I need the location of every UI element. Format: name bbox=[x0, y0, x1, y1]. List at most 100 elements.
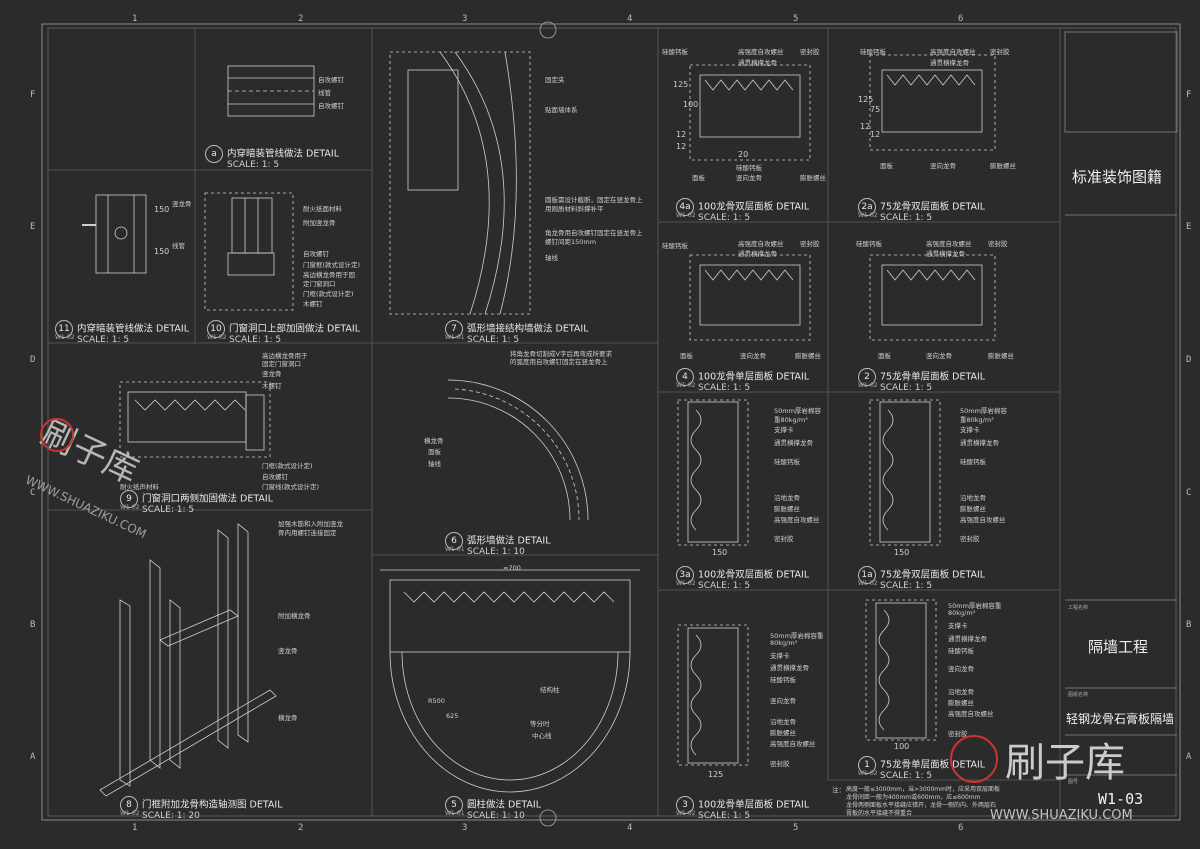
detail-type: DETAIL bbox=[952, 201, 986, 213]
detail-type: DETAIL bbox=[776, 569, 810, 581]
detail-scale: SCALE: 1: 5 bbox=[698, 213, 751, 223]
detail-type: DETAIL bbox=[555, 323, 589, 335]
dimension: 12 bbox=[860, 122, 871, 131]
annotation: 竖龙骨 bbox=[262, 370, 282, 378]
annotation: 膨胀螺丝 bbox=[774, 505, 800, 513]
annotation: 门窗框(款式设计定) bbox=[303, 261, 361, 269]
drawing-name: 轻钢龙骨石膏板隔墙 bbox=[1066, 712, 1175, 726]
detail-scale: SCALE: 1: 20 bbox=[142, 811, 200, 821]
annotation: 密封胶 bbox=[990, 48, 1010, 56]
col-number: 2 bbox=[298, 823, 304, 833]
detail-ref: W1-02 bbox=[120, 504, 140, 511]
annotation: 轴线 bbox=[428, 460, 441, 468]
annotation: 定门窗洞口 bbox=[303, 280, 336, 288]
detail-type: DETAIL bbox=[517, 535, 551, 547]
detail-ref: W1-02 bbox=[676, 810, 696, 817]
dimension: 100 bbox=[894, 742, 910, 751]
dimension: 125 bbox=[708, 770, 724, 779]
annotation: 木螺钉 bbox=[303, 300, 323, 308]
detail-type: DETAIL bbox=[776, 799, 810, 811]
annotation: 密封胶 bbox=[948, 730, 968, 738]
detail-type: DETAIL bbox=[327, 323, 361, 335]
annotation: 贴面墙体系 bbox=[545, 106, 578, 114]
detail-scale: SCALE: 1: 5 bbox=[227, 160, 280, 170]
annotation: 密封胶 bbox=[960, 535, 980, 543]
annotation: 硅酸钙板 bbox=[860, 48, 886, 56]
annotation: 硅酸钙板 bbox=[948, 647, 974, 655]
row-letter: C bbox=[1186, 488, 1192, 498]
row-letter: A bbox=[1186, 752, 1192, 762]
dimension: 150 bbox=[894, 548, 910, 557]
annotation: 硅酸钙板 bbox=[774, 458, 800, 466]
annotation: 通贯横撑龙骨 bbox=[930, 59, 969, 67]
detail-title: 弧形墙接结构墙做法 bbox=[467, 323, 553, 335]
annotation: 门框(款式设计定) bbox=[262, 462, 313, 470]
annotation: 结构柱 bbox=[540, 686, 560, 694]
annotation: 竖向龙骨 bbox=[930, 162, 956, 170]
note-line: 膏板的水平接缝不得重合 bbox=[846, 810, 913, 817]
detail-title: 75龙骨单层面板 bbox=[880, 759, 950, 771]
detail-scale: SCALE: 1: 5 bbox=[698, 581, 751, 591]
col-number: 5 bbox=[793, 14, 799, 24]
row-letter: B bbox=[30, 620, 36, 630]
annotation: 通贯横撑龙骨 bbox=[926, 250, 965, 258]
annotation: 支撑卡 bbox=[960, 426, 980, 434]
annotation: 竖向龙骨 bbox=[736, 174, 762, 182]
annotation: 高强度自攻螺丝 bbox=[738, 48, 784, 56]
annotation: 膨胀螺丝 bbox=[948, 699, 974, 707]
col-number: 2 bbox=[298, 14, 304, 24]
annotation: 自攻螺钉 bbox=[262, 473, 288, 481]
dimension: 20 bbox=[738, 150, 749, 159]
annotation: 沿地龙骨 bbox=[948, 688, 974, 696]
dimension: 125 bbox=[858, 95, 874, 104]
detail-ref: W1-02 bbox=[858, 770, 878, 777]
annotation: 圆板需设计截断，固定在竖龙骨上 bbox=[545, 196, 643, 204]
detail-ref: W1-02 bbox=[858, 382, 878, 389]
project-label: 工程名称 bbox=[1068, 605, 1089, 611]
note-line: 龙骨间距一般为400mm或600mm，应≤600mm bbox=[846, 794, 981, 801]
annotation: 通贯横撑龙骨 bbox=[960, 439, 999, 447]
catalog-title: 标准装饰图籍 bbox=[1072, 168, 1163, 186]
annotation: 面板 bbox=[428, 448, 441, 456]
annotation: 硅酸钙板 bbox=[856, 240, 882, 248]
annotation: 线管 bbox=[172, 242, 185, 250]
col-number: 6 bbox=[958, 14, 964, 24]
detail-type: DETAIL bbox=[249, 799, 283, 811]
col-number: 4 bbox=[627, 14, 633, 24]
annotation: 通贯横撑龙骨 bbox=[770, 664, 809, 672]
brush-logo-icon bbox=[40, 418, 74, 452]
detail-type: DETAIL bbox=[156, 323, 190, 335]
annotation: 螺钉间距150mm bbox=[545, 238, 597, 246]
dimension: 12 bbox=[676, 142, 687, 151]
detail-number: 11 bbox=[55, 320, 73, 338]
annotation: 膨胀螺丝 bbox=[960, 505, 986, 513]
detail-title: 门窗洞口两侧加固做法 bbox=[142, 493, 238, 505]
detail-title: 门框附加龙骨构造轴测图 bbox=[142, 799, 247, 811]
annotation: 高边横龙骨用于固 bbox=[303, 271, 355, 279]
annotation: 通贯横撑龙骨 bbox=[738, 59, 777, 67]
detail-scale: SCALE: 1: 5 bbox=[229, 335, 282, 345]
annotation: 高强度自攻螺丝 bbox=[930, 48, 976, 56]
annotation: 线管 bbox=[318, 89, 331, 97]
detail-type: DETAIL bbox=[306, 148, 340, 160]
annotation: 角龙骨用自攻螺钉固定在竖龙骨上 bbox=[545, 229, 643, 237]
detail-type: DETAIL bbox=[952, 569, 986, 581]
annotation: 固定门窗洞口 bbox=[262, 360, 301, 368]
detail-ref: W1-01 bbox=[445, 546, 465, 553]
detail-title: 门窗洞口上部加固做法 bbox=[229, 323, 325, 335]
col-number: 6 bbox=[958, 823, 964, 833]
detail-title: 圆柱做法 bbox=[467, 799, 506, 811]
detail-ref: W1-02 bbox=[676, 580, 696, 587]
annotation: 自攻螺钉 bbox=[303, 250, 329, 258]
col-number: 3 bbox=[462, 823, 468, 833]
row-letter: B bbox=[1186, 620, 1192, 630]
annotation: 附加横龙骨 bbox=[278, 612, 311, 620]
annotation: 密封胶 bbox=[800, 240, 820, 248]
annotation: 50mm厚岩棉容 bbox=[960, 407, 1007, 415]
